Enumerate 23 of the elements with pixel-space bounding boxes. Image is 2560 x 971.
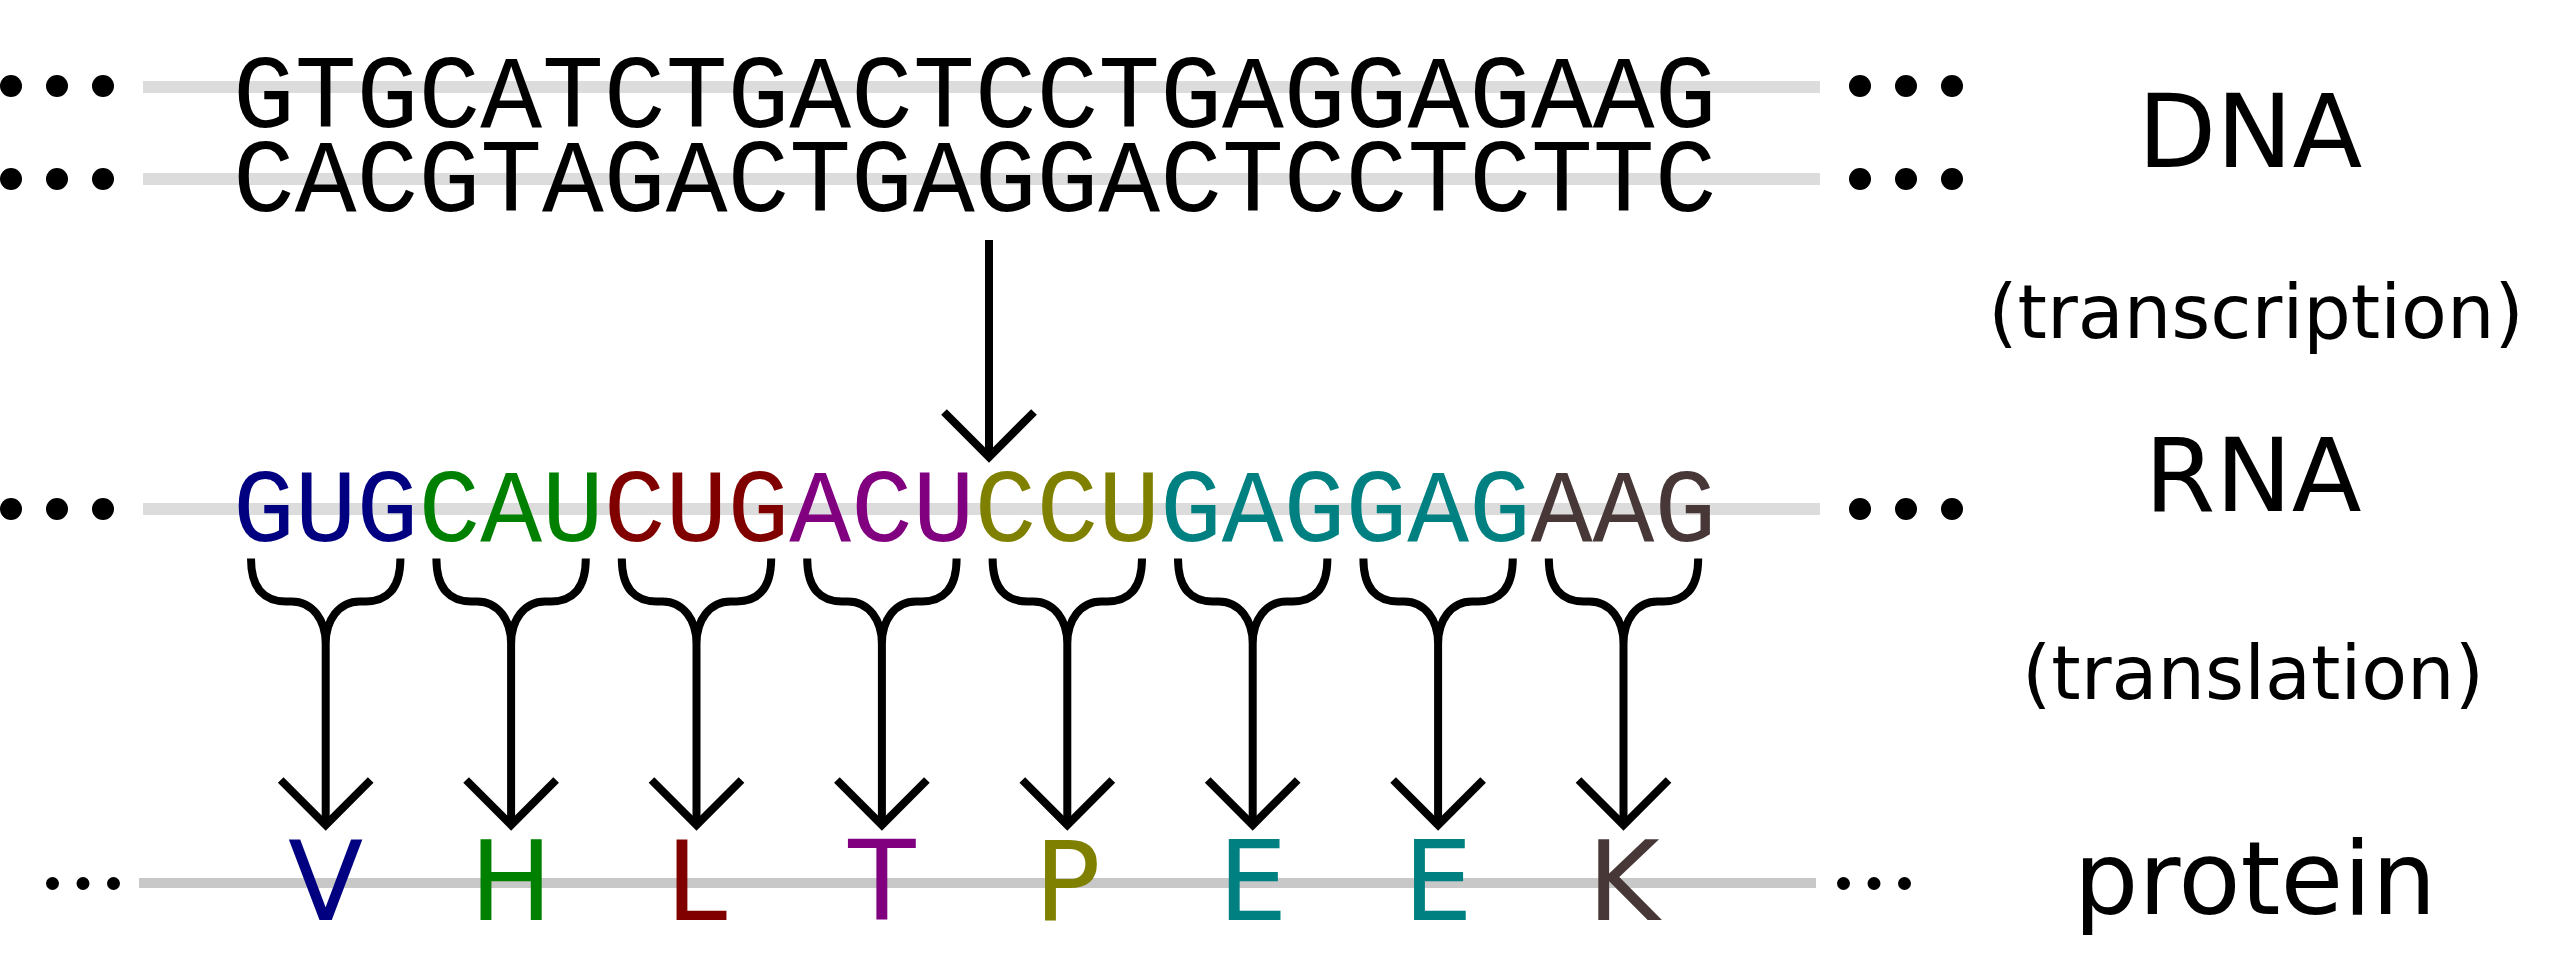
amino-acid-letter: E bbox=[1403, 833, 1473, 932]
dna-sequence: GTGCATCTGACTCCTGAGGAGAAG bbox=[233, 59, 1717, 142]
molecule-label: DNA bbox=[2137, 71, 2363, 193]
process-label: (translation) bbox=[2022, 627, 2484, 718]
amino-acid-letter: P bbox=[1034, 833, 1101, 932]
codon: CUG bbox=[603, 473, 790, 556]
codon: GAG bbox=[1345, 473, 1531, 556]
amino-acid-letter: H bbox=[469, 833, 553, 932]
amino-acid-letter: L bbox=[665, 833, 728, 932]
molecule-label: RNA bbox=[2144, 415, 2362, 537]
codon: CCU bbox=[974, 473, 1161, 556]
amino-acid-letter: K bbox=[1587, 833, 1660, 932]
dna-sequence: CACGTAGACTGAGGACTCCTCTTC bbox=[233, 143, 1717, 226]
amino-acid-letter: T bbox=[848, 833, 916, 932]
codon: GUG bbox=[233, 473, 419, 556]
codon: ACU bbox=[789, 473, 975, 556]
molecule-label: protein bbox=[2073, 818, 2437, 940]
amino-acid-letter: V bbox=[288, 833, 364, 932]
codon: GAG bbox=[1160, 473, 1346, 556]
codon: CAU bbox=[418, 473, 604, 556]
codon: AAG bbox=[1530, 473, 1717, 556]
process-label: (transcription) bbox=[1988, 266, 2524, 357]
amino-acid-letter: E bbox=[1217, 833, 1288, 932]
